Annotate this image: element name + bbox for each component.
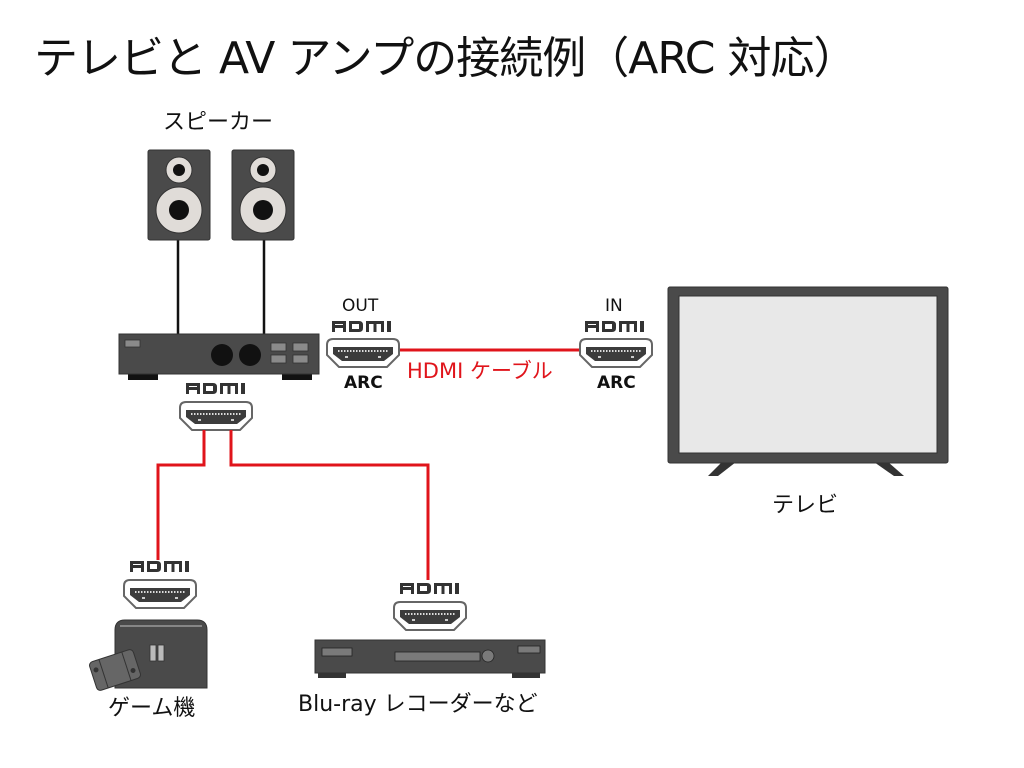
- cable-game-console: [156, 430, 206, 560]
- page-title: テレビと AV アンプの接続例（ARC 対応）: [34, 33, 857, 84]
- av-amp-icon: [118, 333, 320, 380]
- amp-out-hdmi-logo: [332, 321, 391, 332]
- tv-in-hdmi-logo: [585, 321, 644, 332]
- in-arc-label: ARC: [597, 373, 636, 393]
- speaker-left-icon: [147, 149, 211, 241]
- hdmi-cable-label: HDMI ケーブル: [407, 359, 553, 383]
- game-hdmi-logo: [130, 561, 189, 572]
- tv-label: テレビ: [772, 493, 839, 518]
- out-label: OUT: [342, 296, 379, 316]
- game-hdmi-port: [123, 579, 197, 609]
- in-label: IN: [605, 296, 623, 316]
- speaker-right-icon: [231, 149, 295, 241]
- bluray-recorder-icon: [314, 639, 546, 678]
- bluray-hdmi-logo: [400, 583, 459, 594]
- bluray-label: Blu-ray レコーダーなど: [298, 692, 538, 717]
- speakers-label: スピーカー: [163, 110, 274, 135]
- game-console-icon: [89, 619, 208, 691]
- game-console-label: ゲーム機: [108, 696, 196, 721]
- out-arc-label: ARC: [344, 373, 383, 393]
- amp-out-hdmi-port: [326, 338, 400, 368]
- amp-input-hdmi-logo: [186, 383, 245, 394]
- tv-in-hdmi-port: [579, 338, 653, 368]
- cable-bluray: [229, 430, 430, 580]
- tv-icon: [667, 286, 949, 476]
- amp-input-hdmi-port: [179, 401, 253, 431]
- bluray-hdmi-port: [393, 601, 467, 631]
